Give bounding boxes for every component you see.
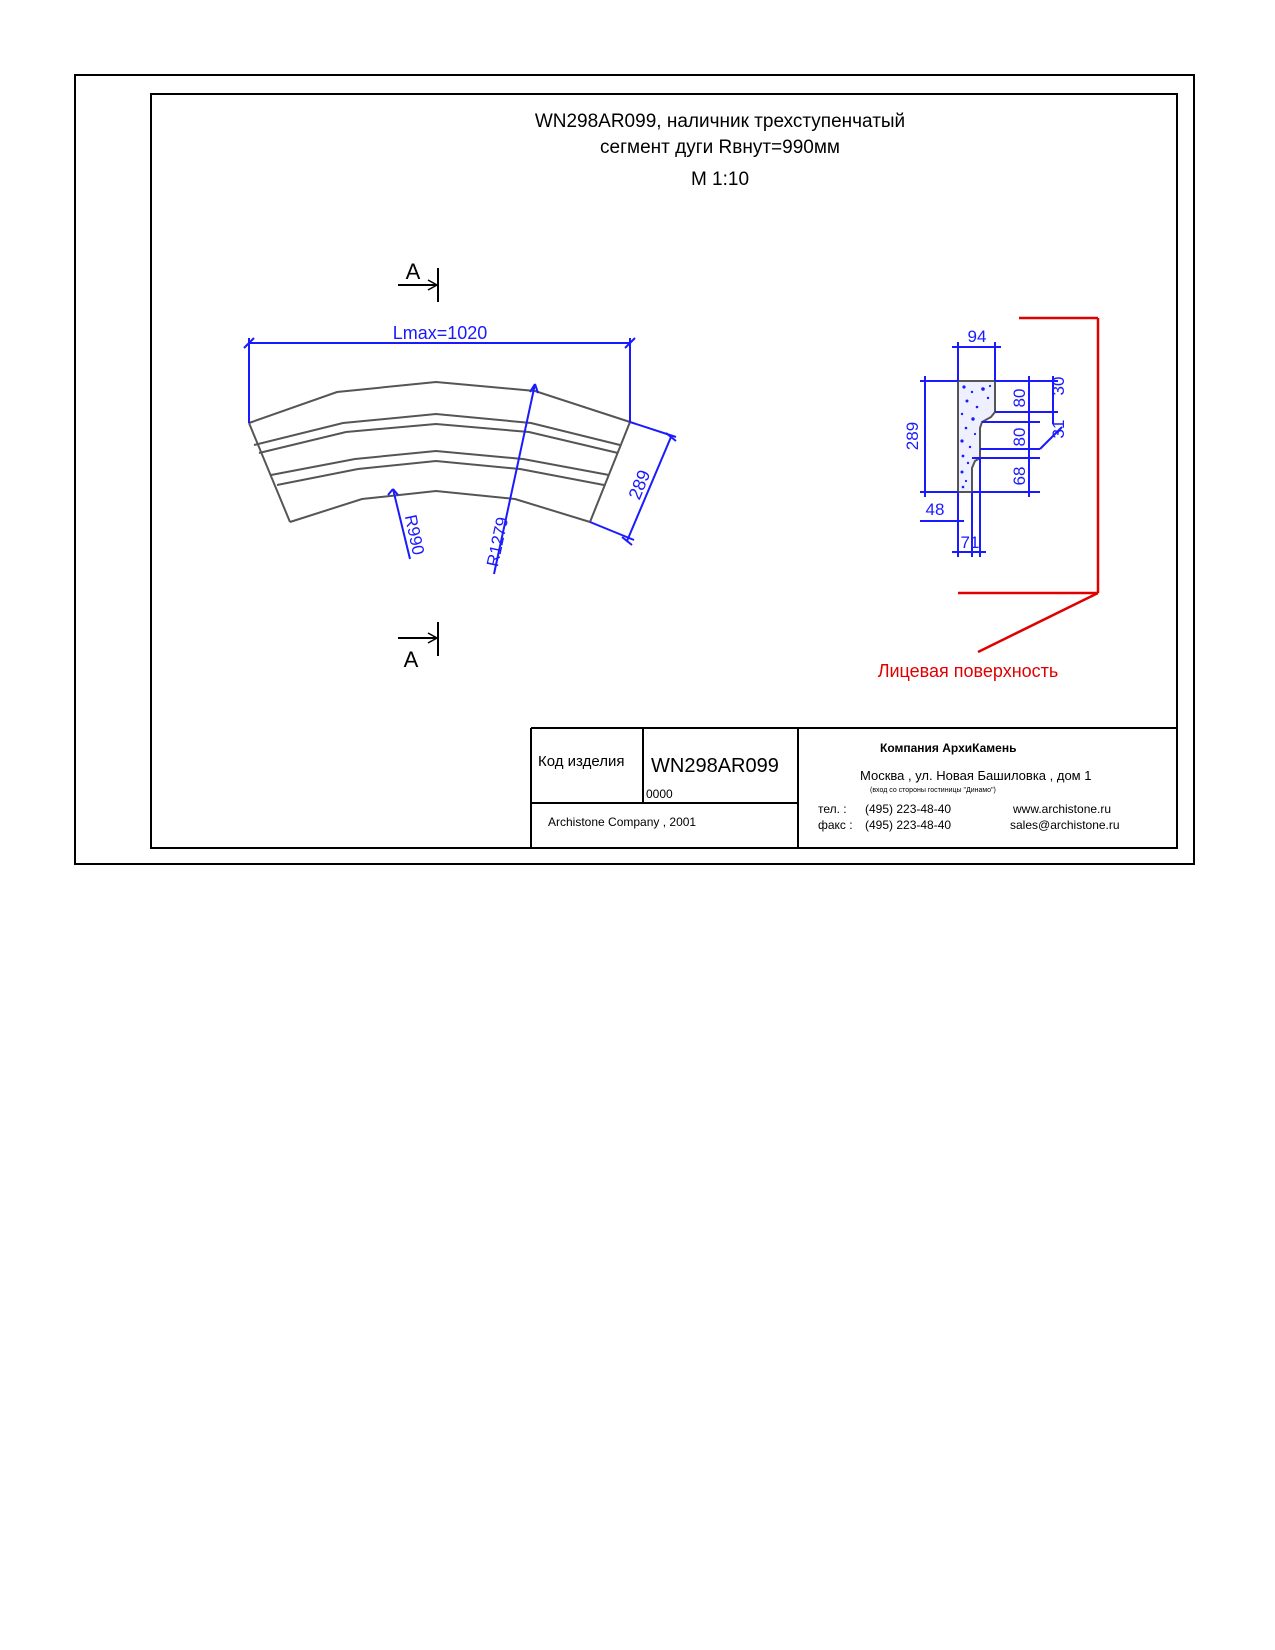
fax-number: (495) 223-48-40 [865,818,952,832]
company-name: Компания АрхиКамень [880,741,1017,755]
website-link[interactable]: www.archistone.ru [1013,802,1112,816]
outer-radius-leader [493,383,539,575]
drawing-title: WN298AR099, наличник трехступенчатый [534,111,906,132]
phone-number: (495) 223-48-40 [865,802,952,816]
phone-label: тел. : [818,802,847,816]
plan-width-dimension [589,421,677,546]
dim-bottom-width: 71 [961,533,980,552]
dim-step2: 80 [1010,428,1029,447]
product-code-label: Код изделия [538,753,625,770]
plan-width-label: 289 [625,467,655,502]
segment-outer-edge [248,380,631,424]
dim-step1: 80 [1010,389,1029,408]
company-address: Москва , ул. Новая Башиловка , дом 1 [860,768,1092,783]
fax-label: факс : [818,818,853,832]
copyright: Archistone Company , 2001 [548,815,697,829]
product-code: WN298AR099 [651,755,779,777]
segment-step-line [258,422,619,454]
dim-offset1: 30 [1049,377,1068,396]
section-profile [957,380,996,493]
dim-bottom-left: 48 [926,500,945,519]
inner-radius-leader [387,488,411,560]
email-link[interactable]: sales@archistone.ru [1010,818,1120,832]
drawing-subtitle: сегмент дуги Rвнут=990мм [600,137,840,158]
length-label: Lmax=1020 [393,323,488,343]
section-marker-top [398,268,439,302]
dim-height: 289 [903,422,922,450]
plan-view [248,380,631,523]
section-marker-bottom [398,622,439,656]
sub-code: 0000 [646,787,673,801]
title-block [530,727,1178,849]
segment-step-line [276,459,605,486]
length-dimension [243,337,636,423]
section-label-bottom: A [404,647,419,672]
inner-frame [150,93,1178,849]
address-note: (вход со стороны гостиницы "Динамо") [870,787,996,794]
face-surface-marker [958,316,1100,654]
segment-step-line [270,449,610,476]
segment-step-line [253,412,621,446]
section-dimensions [920,342,1063,557]
segment-left-end [248,422,291,523]
segment-right-end [589,421,631,523]
dim-offset2: 31 [1049,420,1068,439]
outer-frame [74,74,1195,865]
dim-step3: 68 [1010,467,1029,486]
face-surface-label: Лицевая поверхность [878,661,1059,681]
section-label-top: A [406,259,421,284]
segment-inner-edge [289,489,591,523]
drawing-scale: M 1:10 [690,169,750,190]
stone-texture [960,384,992,489]
dim-top-width: 94 [968,327,987,346]
inner-radius-label: R990 [401,513,428,557]
outer-radius-label: R1279 [483,515,512,568]
